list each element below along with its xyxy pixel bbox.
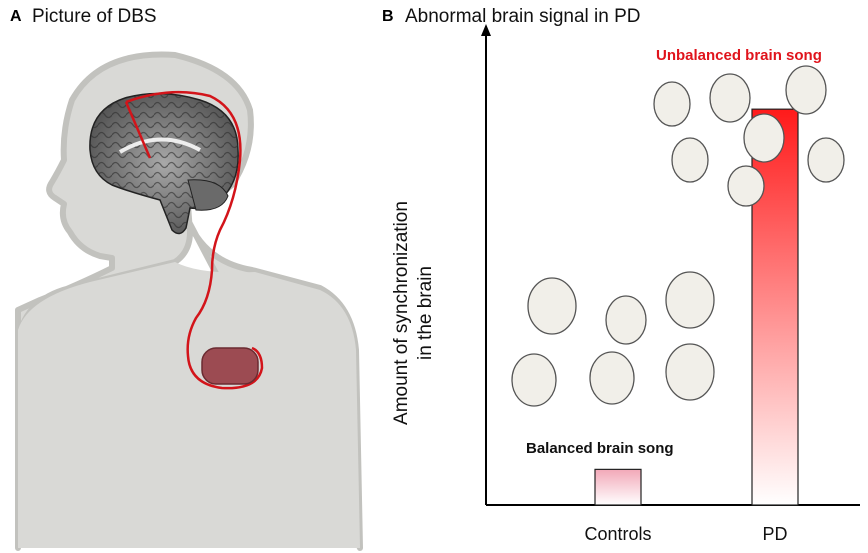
child-face	[665, 271, 715, 329]
y-axis-arrowhead	[481, 24, 491, 36]
child-face	[589, 351, 635, 405]
x-tick-label-controls: Controls	[584, 524, 652, 544]
bar-pd	[751, 108, 799, 506]
child-face	[653, 81, 691, 127]
panel-b-label: B	[382, 8, 394, 25]
child-face	[709, 73, 751, 123]
child-face	[605, 295, 647, 345]
child-face	[807, 137, 845, 183]
bar-chart	[481, 24, 860, 506]
dbs-extension-wire	[125, 90, 264, 390]
child-face	[511, 353, 557, 407]
balanced-children-illustration	[511, 271, 715, 407]
cerebellum	[187, 179, 229, 211]
y-axis-label-line2: in the brain	[415, 266, 436, 361]
child-face	[785, 65, 827, 115]
panel-a-label: A	[10, 8, 22, 25]
child-face	[743, 113, 785, 163]
unbalanced-children-illustration	[653, 65, 845, 207]
x-tick-label-pd: PD	[762, 524, 788, 544]
balanced-caption: Balanced brain song	[526, 440, 674, 457]
child-face	[665, 343, 715, 401]
y-axis-label-line1: Amount of synchronization	[391, 201, 412, 425]
child-face	[671, 137, 709, 183]
torso-fill	[18, 262, 360, 548]
pulse-generator	[201, 347, 259, 385]
bar-controls	[594, 468, 642, 506]
panel-b-title: Abnormal brain signal in PD	[405, 6, 641, 27]
child-face	[727, 165, 765, 207]
corpus-callosum	[118, 137, 201, 154]
dbs-system	[124, 90, 264, 390]
panel-a-title: Picture of DBS	[32, 6, 157, 27]
child-face	[527, 277, 577, 335]
brain	[89, 92, 239, 235]
y-axis-label: Amount of synchronization in the brain	[390, 198, 438, 428]
unbalanced-caption: Unbalanced brain song	[656, 47, 822, 64]
dbs-lead-electrode	[124, 101, 152, 159]
